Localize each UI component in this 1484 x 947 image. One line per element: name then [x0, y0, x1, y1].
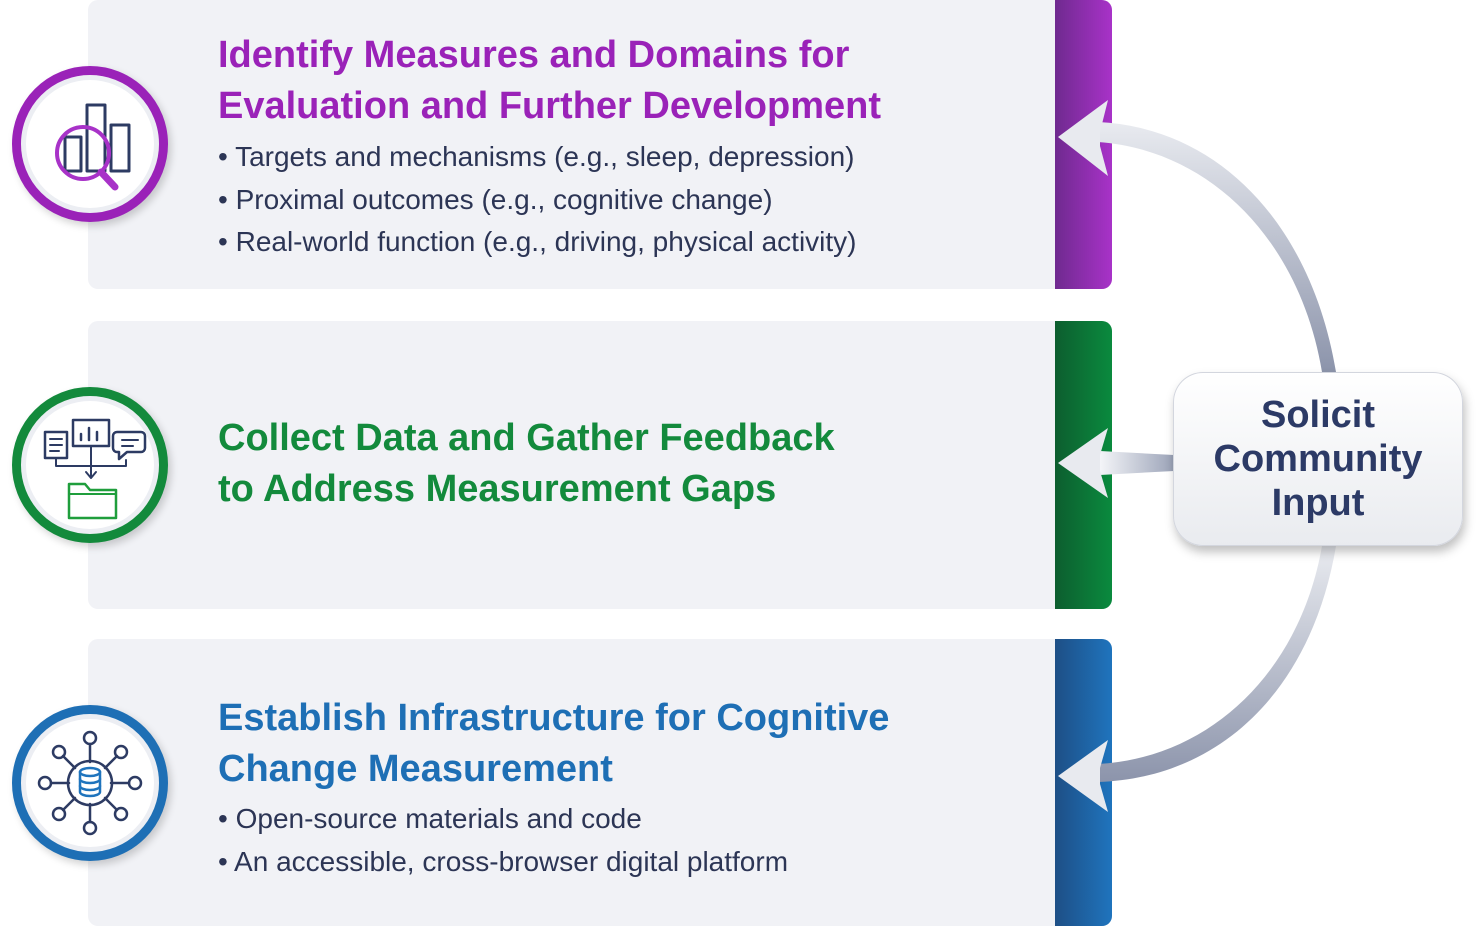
step-title-line: Collect Data and Gather Feedback — [218, 417, 835, 459]
step-title-line: Change Measurement — [218, 748, 613, 790]
arrow-to-step-2 — [1100, 451, 1174, 475]
database-network-icon — [12, 705, 168, 861]
step-title-line: to Address Measurement Gaps — [218, 468, 777, 510]
step-panel-identify: Identify Measures and Domains for Evalua… — [88, 0, 1112, 289]
step-panel-establish: Establish Infrastructure for Cognitive C… — [88, 639, 1112, 926]
arrow-to-step-1 — [1098, 122, 1336, 372]
bullet-item: An accessible, cross-browser digital pla… — [218, 841, 788, 884]
step-title-line: Establish Infrastructure for Cognitive — [218, 697, 890, 739]
step-title-line: Evaluation and Further Development — [218, 85, 881, 127]
arrowhead-2 — [1058, 428, 1108, 498]
step-title: Establish Infrastructure for Cognitive C… — [218, 693, 889, 795]
solicit-label: Solicit Community Input — [1213, 394, 1423, 524]
step-title: Collect Data and Gather Feedback to Addr… — [218, 413, 835, 515]
arrowhead-1 — [1058, 100, 1108, 176]
step-title: Identify Measures and Domains for Evalua… — [218, 30, 881, 132]
bullet-item: Real-world function (e.g., driving, phys… — [218, 221, 857, 264]
bullet-list: Open-source materials and code An access… — [218, 798, 788, 883]
arrowhead-3 — [1058, 740, 1108, 812]
arrow-to-step-3 — [1098, 546, 1336, 782]
bullet-item: Open-source materials and code — [218, 798, 788, 841]
step-title-line: Identify Measures and Domains for — [218, 34, 850, 76]
bullet-item: Proximal outcomes (e.g., cognitive chang… — [218, 179, 857, 222]
bullet-list: Targets and mechanisms (e.g., sleep, dep… — [218, 136, 857, 264]
solicit-community-input-box: Solicit Community Input — [1173, 372, 1463, 546]
bullet-item: Targets and mechanisms (e.g., sleep, dep… — [218, 136, 857, 179]
data-feedback-folder-icon — [12, 387, 168, 543]
bar-chart-magnifier-icon — [12, 66, 168, 222]
